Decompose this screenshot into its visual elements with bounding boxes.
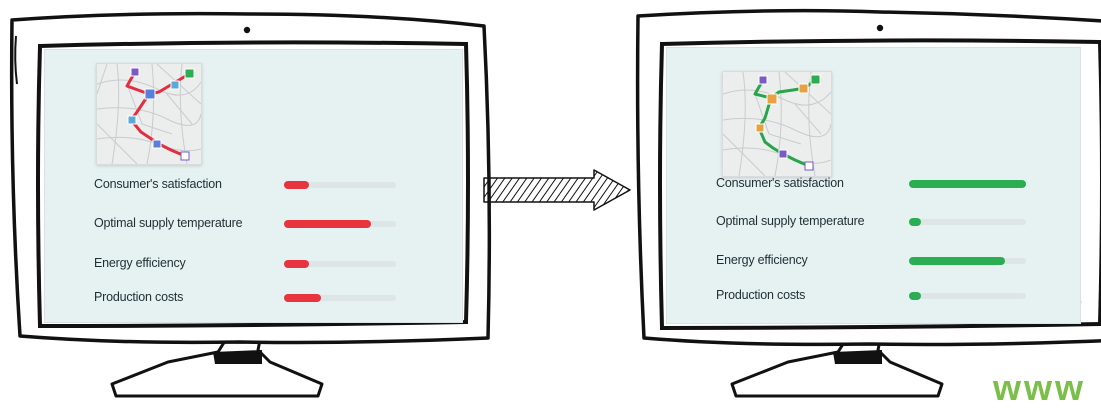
metric-bar-fill — [284, 294, 321, 302]
metric-bar-fill — [284, 260, 309, 268]
metric-bar-fill — [909, 218, 921, 226]
transition-arrow — [482, 168, 632, 212]
metric-bar-fill — [909, 292, 921, 300]
metric-bar-fill — [284, 220, 371, 228]
metric-bar-track — [909, 258, 1026, 264]
metric-label: Consumer's satisfaction — [716, 176, 844, 190]
brand-watermark: www — [993, 367, 1086, 409]
metric-label: Production costs — [716, 288, 805, 302]
route-map-before — [96, 63, 202, 165]
metric-bar-track — [284, 182, 396, 188]
screen-before: Consumer's satisfaction Optimal supply t… — [44, 49, 463, 323]
metric-label: Consumer's satisfaction — [94, 177, 222, 191]
monitor-before: Consumer's satisfaction Optimal supply t… — [0, 0, 500, 398]
monitor-after: Consumer's satisfaction Optimal supply t… — [620, 0, 1101, 398]
route-map-svg-before — [97, 64, 201, 164]
metric-row-before-2: Energy efficiency — [94, 255, 414, 275]
metric-label: Optimal supply temperature — [716, 214, 864, 228]
metric-row-after-3: Production costs — [716, 287, 1056, 307]
metric-row-before-1: Optimal supply temperature — [94, 215, 414, 235]
metric-bar-track — [909, 293, 1026, 299]
metric-row-before-0: Consumer's satisfaction — [94, 176, 414, 196]
metric-bar-track — [284, 261, 396, 267]
metric-row-after-0: Consumer's satisfaction — [716, 175, 1056, 195]
metric-row-after-1: Optimal supply temperature — [716, 213, 1056, 233]
metric-bar-track — [909, 219, 1026, 225]
metric-row-before-3: Production costs — [94, 289, 414, 309]
metric-label: Energy efficiency — [94, 256, 186, 270]
metric-bar-track — [284, 295, 396, 301]
metric-row-after-2: Energy efficiency — [716, 252, 1056, 272]
metric-bar-fill — [909, 180, 1026, 188]
metric-label: Production costs — [94, 290, 183, 304]
route-map-after — [722, 71, 832, 177]
metric-bar-fill — [909, 257, 1005, 265]
metric-bar-fill — [284, 181, 309, 189]
metric-bar-track — [284, 221, 396, 227]
metric-label: Energy efficiency — [716, 253, 808, 267]
metric-label: Optimal supply temperature — [94, 216, 242, 230]
metric-bar-track — [909, 181, 1026, 187]
route-map-svg-after — [723, 72, 831, 176]
screen-after: Consumer's satisfaction Optimal supply t… — [666, 47, 1081, 324]
